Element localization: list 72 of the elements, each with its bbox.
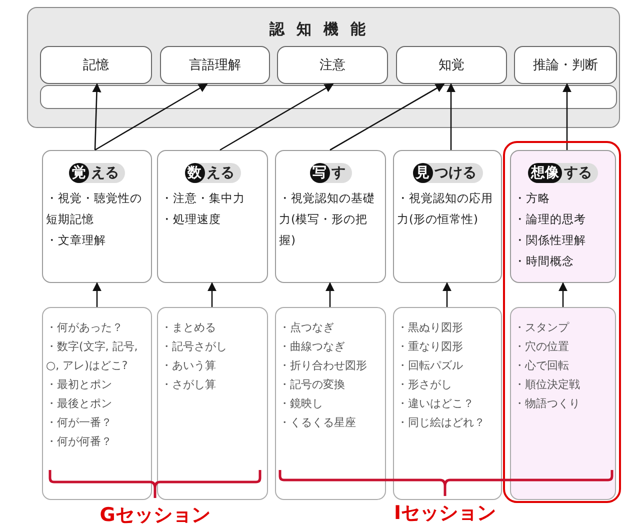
card-heading: 写す — [310, 163, 352, 183]
list-item: ・心で回転 — [514, 358, 570, 374]
skill-card — [42, 150, 152, 283]
panel-box — [27, 7, 620, 128]
skill-card — [393, 150, 502, 283]
card-heading: 想像する — [528, 163, 598, 183]
list-item: ・形さがし — [397, 377, 453, 393]
activity-card — [157, 307, 268, 500]
list-item: ・黒ぬり図形 — [397, 320, 464, 336]
list-item: ・穴の位置 — [514, 339, 570, 355]
list-item: ・違いはどこ？ — [397, 396, 475, 412]
list-item: ・折り合わせ図形 — [279, 358, 368, 374]
list-item: ・順位決定戦 — [514, 377, 581, 393]
activity-card — [393, 307, 502, 500]
bullet-item: ・方略 — [514, 190, 551, 207]
bullet-item: ・時間概念 — [514, 253, 575, 270]
list-item: ・さがし算 — [161, 377, 217, 393]
function-box: 知覚 — [396, 46, 507, 84]
panel-title: 認知機能 — [268, 20, 378, 39]
bullet-item: ・視覚認知の基礎力(模写・形の把握) — [279, 190, 376, 249]
list-item: ・点つなぎ — [279, 320, 335, 336]
card-heading: 数える — [184, 163, 240, 183]
list-item: ・数字(文字, 記号, ○, アレ)はどこ? — [46, 339, 139, 374]
list-item: ・まとめる — [161, 320, 217, 336]
skill-card — [510, 150, 616, 283]
list-item: ・鏡映し — [279, 396, 324, 412]
function-box: 注意 — [277, 46, 388, 84]
bullet-item: ・文章理解 — [46, 232, 107, 249]
list-item: ・曲線つなぎ — [279, 339, 346, 355]
arrow — [220, 83, 334, 151]
card-heading: 覚える — [69, 163, 125, 183]
arrow — [562, 83, 572, 150]
arrow — [92, 83, 102, 150]
arrow — [92, 282, 102, 307]
arrow — [442, 282, 452, 307]
list-item: ・物語つくり — [514, 396, 581, 412]
arrow — [330, 83, 445, 151]
list-item: ・最後とポン — [46, 396, 113, 412]
arrow — [207, 282, 217, 307]
bullet-item: ・注意・集中力 — [161, 190, 246, 207]
function-box: 記憶 — [40, 46, 152, 84]
list-item: ・記号さがし — [161, 339, 228, 355]
skill-card — [157, 150, 268, 283]
arrow — [558, 282, 568, 307]
list-item: ・回転パズル — [397, 358, 464, 374]
list-item: ・何が何番？ — [46, 434, 113, 450]
bullet-item: ・論理的思考 — [514, 211, 587, 228]
session-label: Iセッション — [392, 501, 498, 526]
list-item: ・あいう算 — [161, 358, 217, 374]
activity-card — [42, 307, 152, 500]
bullet-item: ・視覚・聴覚性の短期記憶 — [46, 190, 143, 228]
activity-card — [510, 307, 616, 500]
arrow — [446, 83, 456, 150]
bullet-item: ・関係性理解 — [514, 232, 587, 249]
list-item: ・同じ絵はどれ？ — [397, 415, 486, 431]
session-label: Gセッション — [98, 503, 212, 528]
card-heading: 見つける — [412, 163, 482, 183]
list-item: ・スタンプ — [514, 320, 570, 336]
list-item: ・最初とポン — [46, 377, 113, 393]
function-box: 言語理解 — [160, 46, 270, 84]
list-item: ・何が一番？ — [46, 415, 113, 431]
list-item: ・くるくる星座 — [279, 415, 357, 431]
list-item: ・記号の変換 — [279, 377, 346, 393]
bullet-item: ・処理速度 — [161, 211, 222, 228]
arrow — [94, 83, 208, 151]
arrow — [325, 282, 335, 307]
bullet-item: ・視覚認知の応用力(形の恒常性) — [397, 190, 494, 228]
skill-card — [275, 150, 386, 283]
activity-card — [275, 307, 386, 500]
list-item: ・何があった？ — [46, 320, 124, 336]
function-box: 推論・判断 — [514, 46, 617, 84]
list-item: ・重なり図形 — [397, 339, 464, 355]
